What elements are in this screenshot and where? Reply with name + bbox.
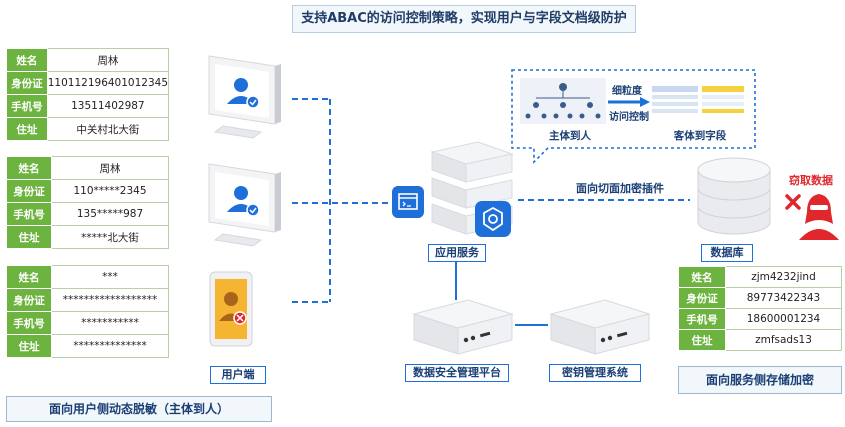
field-name-label: 姓名 (6, 156, 52, 180)
arrow-right-icon (608, 97, 650, 107)
steal-data-label: 窃取数据 (789, 174, 833, 187)
field-value: 周林 (51, 156, 169, 180)
field-phone-label: 手机号 (6, 94, 48, 118)
field-value: zjm4232jind (725, 266, 842, 288)
table-row: 姓名*** (6, 265, 169, 289)
kms-label: 密钥管理系统 (549, 364, 641, 382)
field-phone-label: 手机号 (678, 308, 726, 330)
field-value: 110*****2345 (51, 179, 169, 203)
database-icon (697, 157, 771, 235)
field-value: *** (51, 265, 169, 289)
left-caption: 面向用户侧动态脱敏（主体到人） (6, 396, 272, 422)
storage-caption: 面向服务侧存储加密 (678, 366, 842, 394)
kms-server-icon (549, 299, 651, 355)
field-id-label: 身份证 (6, 288, 52, 312)
code-window-icon (392, 186, 424, 218)
user-endpoint-label: 用户端 (210, 366, 266, 384)
field-address-label: 住址 (6, 334, 52, 358)
table-row: 住址************** (6, 334, 169, 358)
table-row: 住址中关村北大街 (6, 117, 170, 141)
database-label: 数据库 (701, 244, 753, 262)
hacker-icon (785, 194, 839, 240)
field-id-label: 身份证 (6, 71, 48, 95)
table-row: 身份证****************** (6, 288, 169, 312)
field-value: 13511402987 (46, 94, 170, 118)
field-name-label: 姓名 (678, 266, 726, 288)
monitor-icon (208, 163, 281, 247)
access-control-label: 访问控制 (609, 112, 649, 123)
app-service-label: 应用服务 (428, 244, 486, 262)
table-row: 手机号*********** (6, 311, 169, 335)
field-value: *****北大街 (51, 225, 169, 249)
field-value: 周林 (46, 48, 170, 72)
field-value: 89773422343 (725, 287, 842, 309)
field-value: *********** (51, 311, 169, 335)
table-row: 住址*****北大街 (6, 225, 169, 249)
table-row: 姓名周林 (6, 156, 169, 180)
field-address-label: 住址 (678, 329, 726, 351)
field-address-label: 住址 (6, 117, 48, 141)
security-platform-label: 数据安全管理平台 (405, 364, 509, 382)
field-value: 110112196401012345 (46, 71, 170, 95)
field-id-label: 身份证 (6, 179, 52, 203)
field-value: 中关村北大街 (46, 117, 170, 141)
table-row: 姓名周林 (6, 48, 170, 72)
field-address-label: 住址 (6, 225, 52, 249)
subject-label: 主体到人 (549, 130, 591, 142)
user-table-full-mask: 姓名*** 身份证****************** 手机号*********… (6, 265, 169, 358)
field-value: zmfsads13 (725, 329, 842, 351)
field-value: 135*****987 (51, 202, 169, 226)
field-phone-label: 手机号 (6, 202, 52, 226)
monitor-icon (208, 55, 281, 139)
granularity-label: 细粒度 (612, 86, 642, 97)
field-value: ****************** (51, 288, 169, 312)
field-value: ************** (51, 334, 169, 358)
security-platform-server-icon (412, 299, 514, 355)
field-name-label: 姓名 (6, 265, 52, 289)
field-value: 18600001234 (725, 308, 842, 330)
field-grid-icon (652, 86, 744, 113)
mobile-phone-icon (209, 271, 253, 347)
aop-plugin-label: 面向切面加密插件 (576, 182, 664, 195)
field-name-label: 姓名 (6, 48, 48, 72)
object-label: 客体到字段 (673, 130, 727, 142)
field-phone-label: 手机号 (6, 311, 52, 335)
page-title: 支持ABAC的访问控制策略，实现用户与字段文档级防护 (292, 5, 636, 33)
field-id-label: 身份证 (678, 287, 726, 309)
plugin-gear-icon (475, 201, 511, 237)
org-chart-icon (520, 78, 606, 124)
